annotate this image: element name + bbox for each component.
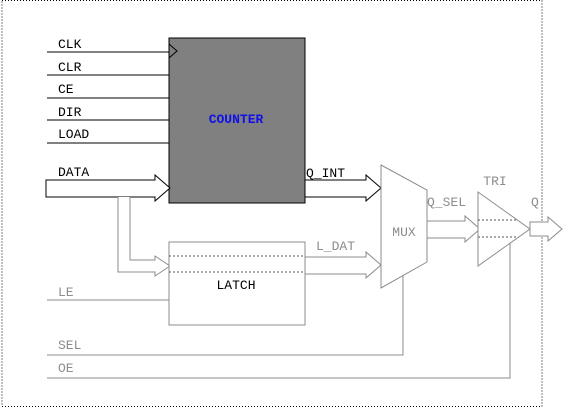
q-sel-label: Q_SEL <box>427 195 466 210</box>
tri-buffer-block <box>477 191 531 267</box>
oe-line <box>47 243 511 379</box>
clk-label: CLK <box>58 37 82 52</box>
q-sel-bus-arrow <box>426 214 481 244</box>
l-dat-bus-arrow <box>304 250 382 280</box>
l-dat-label: L_DAT <box>316 239 355 254</box>
page-border <box>1 0 543 407</box>
mux-block <box>380 164 428 289</box>
sel-line <box>47 276 404 356</box>
tri-label: TRI <box>483 174 506 189</box>
data-to-latch-bus <box>117 197 171 277</box>
load-label: LOAD <box>58 127 89 142</box>
latch-label: LATCH <box>216 278 255 293</box>
clr-label: CLR <box>58 60 82 75</box>
ce-label: CE <box>58 82 74 97</box>
mux-label: MUX <box>392 225 416 240</box>
q-int-bus-arrow <box>304 173 382 203</box>
le-label: LE <box>58 285 74 300</box>
oe-label: OE <box>58 361 74 376</box>
q-label: Q <box>531 195 539 210</box>
data-bus-arrow <box>45 173 171 203</box>
data-label: DATA <box>58 165 89 180</box>
counter-block <box>168 37 306 204</box>
dir-label: DIR <box>58 105 82 120</box>
sel-label: SEL <box>58 338 81 353</box>
clock-triangle <box>168 43 178 59</box>
q-int-label: Q_INT <box>306 166 345 181</box>
q-output-arrow <box>529 215 563 243</box>
counter-label: COUNTER <box>209 112 264 127</box>
